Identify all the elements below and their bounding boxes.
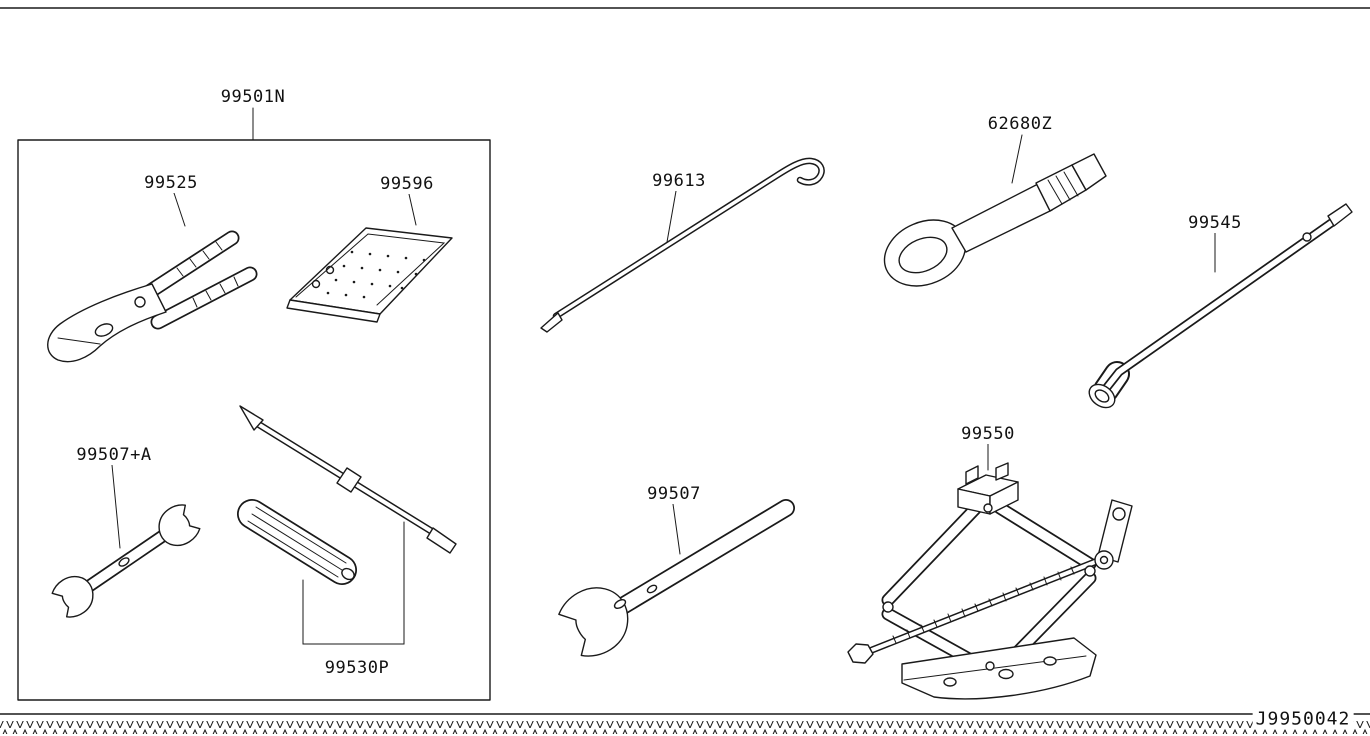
leader-pliers	[173, 192, 186, 227]
tool-kit-group-box	[17, 139, 491, 701]
leader-jack-rod	[666, 190, 677, 243]
open-end-wrench-drawing	[551, 499, 795, 666]
open-end-wrench-a-drawing	[47, 499, 205, 623]
leader-tool-pouch	[408, 193, 417, 226]
pliers-drawing	[47, 230, 258, 363]
part-label-tow-hook[interactable]: 62680Z	[985, 114, 1055, 134]
part-label-tool-pouch[interactable]: 99596	[378, 174, 436, 194]
part-label-screwdriver-set[interactable]: 99530P	[322, 658, 392, 678]
leader-lines	[111, 107, 1216, 645]
jack-rod-drawing	[540, 157, 825, 333]
pouch-rivet-dots	[326, 250, 426, 299]
lug-wrench-drawing	[1088, 203, 1353, 409]
part-label-jack-rod[interactable]: 99613	[650, 171, 708, 191]
leader-screwdriver-bracket	[302, 521, 405, 645]
page-borders	[0, 7, 1370, 734]
bottom-zigzag-border	[0, 721, 1370, 734]
part-label-tool-kit[interactable]: 99501N	[218, 87, 288, 107]
tool-pouch-drawing	[286, 227, 453, 323]
part-label-pliers[interactable]: 99525	[142, 173, 200, 193]
drawing-number: J9950042	[1252, 708, 1354, 730]
leader-wrench-a	[111, 464, 121, 549]
scissor-jack-drawing	[847, 462, 1133, 700]
tow-hook-drawing	[883, 153, 1107, 287]
leader-tow-hook	[1011, 134, 1023, 184]
part-label-wrench-plus-a[interactable]: 99507+A	[74, 445, 154, 465]
part-label-wrench[interactable]: 99507	[645, 484, 703, 504]
part-label-lug-wrench[interactable]: 99545	[1186, 213, 1244, 233]
screwdriver-set-drawing	[237, 405, 457, 585]
part-label-jack[interactable]: 99550	[959, 424, 1017, 444]
leader-wrench	[672, 503, 681, 555]
